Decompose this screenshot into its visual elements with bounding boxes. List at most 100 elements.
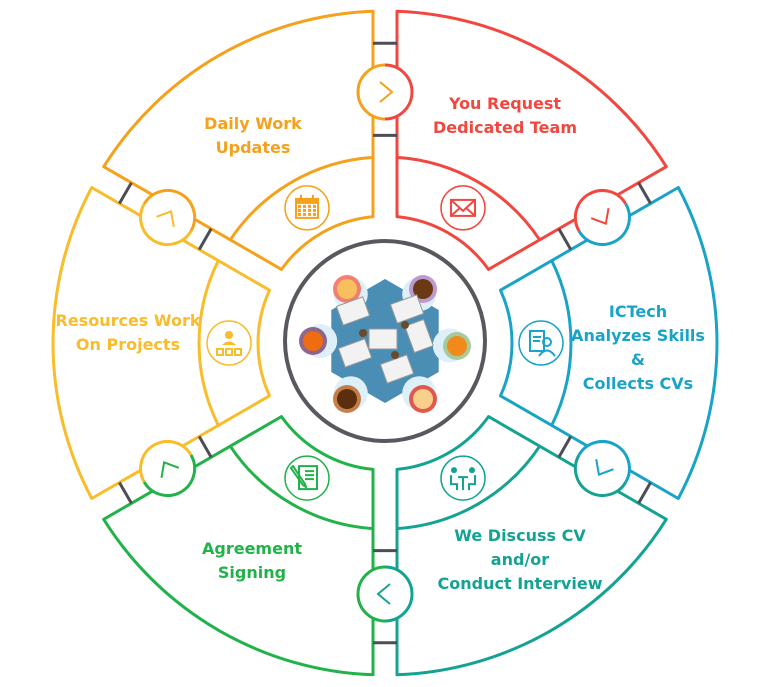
chevron-icon bbox=[379, 81, 394, 103]
chevron-icon bbox=[590, 208, 610, 225]
connector-5 bbox=[118, 181, 213, 251]
label-agreement: Agreement Signing bbox=[202, 537, 302, 585]
chevron-icon bbox=[160, 461, 180, 478]
connector-bar bbox=[118, 181, 133, 205]
label-line: Dedicated Team bbox=[433, 118, 577, 137]
connector-3 bbox=[356, 549, 414, 645]
connector-bar bbox=[637, 481, 652, 505]
segment-outline bbox=[51, 186, 271, 500]
label-line: and/or bbox=[490, 550, 550, 569]
contract-icon bbox=[284, 455, 330, 501]
calendar-cell bbox=[303, 208, 306, 212]
laptop-or-paper bbox=[368, 328, 398, 350]
person-head bbox=[413, 389, 433, 409]
calendar-grid-bg bbox=[297, 203, 317, 217]
person-head bbox=[542, 337, 552, 347]
connector-half bbox=[139, 203, 193, 246]
segment-outline bbox=[395, 9, 668, 271]
label-line: You Request bbox=[448, 94, 562, 113]
connector-1 bbox=[557, 181, 652, 251]
segment-outline bbox=[102, 415, 375, 677]
calendar-cell bbox=[298, 212, 301, 216]
person-head bbox=[451, 467, 457, 474]
connector-half bbox=[356, 565, 386, 623]
calendar-cell bbox=[313, 212, 316, 216]
calendar-rings bbox=[300, 194, 314, 200]
connector-half bbox=[142, 454, 197, 497]
label-line: & bbox=[631, 350, 645, 369]
calendar-cell bbox=[298, 208, 301, 212]
segment-inner-band bbox=[396, 445, 541, 531]
segment-agreement bbox=[102, 415, 375, 677]
connector-circle bbox=[358, 65, 412, 119]
coffee-cup bbox=[401, 321, 409, 329]
segment-outline bbox=[499, 186, 719, 500]
contract-page bbox=[298, 465, 318, 491]
segment-outline bbox=[395, 415, 668, 677]
connector-circle bbox=[140, 441, 195, 496]
center-meeting-illustration bbox=[283, 239, 487, 443]
task-box bbox=[216, 348, 224, 356]
label-line: Agreement bbox=[202, 539, 302, 558]
label-line: Resources Work bbox=[55, 311, 201, 330]
connector-half bbox=[577, 440, 631, 483]
label-line: We Discuss CV bbox=[454, 526, 586, 545]
person-head bbox=[413, 279, 433, 299]
chevron-icon bbox=[595, 459, 614, 476]
interview-icon bbox=[440, 455, 486, 501]
label-line: On Projects bbox=[75, 335, 181, 354]
person-head bbox=[337, 389, 357, 409]
connector-half bbox=[384, 565, 414, 623]
calendar-cell bbox=[298, 204, 301, 208]
laptop-or-paper bbox=[404, 318, 434, 354]
segment-inner-band bbox=[550, 259, 573, 427]
label-line: Conduct Interview bbox=[437, 574, 603, 593]
coffee-cup bbox=[359, 329, 367, 337]
segment-inner-band bbox=[396, 155, 541, 241]
segment-outline bbox=[102, 9, 375, 271]
label-analyze-skills: ICTech Analyzes Skills & Collects CVs bbox=[571, 300, 705, 396]
laptop-or-paper bbox=[335, 296, 371, 326]
connector-0 bbox=[356, 41, 414, 137]
segment-resources-work bbox=[51, 186, 271, 500]
connector-bar bbox=[557, 228, 573, 251]
envelope-body bbox=[450, 198, 476, 217]
segment-request-team bbox=[395, 9, 668, 271]
connector-half bbox=[139, 440, 193, 483]
label-line: Collects CVs bbox=[582, 374, 694, 393]
person-body bbox=[222, 341, 236, 345]
calendar-cell bbox=[303, 204, 306, 208]
segment-discuss-cv bbox=[395, 415, 668, 677]
label-resources-work: Resources Work On Projects bbox=[56, 309, 201, 357]
laptop-or-paper bbox=[379, 354, 415, 384]
cv-review-icon bbox=[518, 320, 564, 366]
calendar-cell bbox=[303, 212, 306, 216]
connector-half bbox=[577, 203, 631, 246]
label-daily-updates: Daily Work Updates bbox=[204, 112, 302, 160]
label-line: ICTech bbox=[608, 302, 668, 321]
segment-daily-updates bbox=[102, 9, 375, 271]
connector-bar bbox=[557, 435, 573, 458]
connector-half bbox=[573, 454, 628, 497]
laptop-or-paper bbox=[337, 338, 373, 368]
icon-ring bbox=[518, 320, 564, 366]
label-line: Analyzes Skills bbox=[571, 326, 705, 345]
laptop-or-paper bbox=[389, 294, 425, 324]
label-discuss-cv: We Discuss CV and/or Conduct Interview bbox=[438, 524, 603, 596]
connector-circle bbox=[358, 567, 412, 621]
connector-bar bbox=[197, 228, 213, 251]
connector-half bbox=[142, 189, 197, 232]
segment-inner-band bbox=[229, 155, 374, 241]
people-at-table bbox=[450, 475, 476, 491]
segment-inner-band bbox=[229, 445, 374, 531]
label-line: Daily Work bbox=[204, 114, 302, 133]
calendar-cell bbox=[308, 204, 311, 208]
pen bbox=[289, 464, 314, 490]
label-request-team: You Request Dedicated Team bbox=[433, 92, 577, 140]
person-head bbox=[337, 279, 357, 299]
segment-analyze-skills bbox=[499, 186, 719, 500]
connector-2 bbox=[557, 435, 652, 505]
connector-circle bbox=[575, 441, 630, 496]
